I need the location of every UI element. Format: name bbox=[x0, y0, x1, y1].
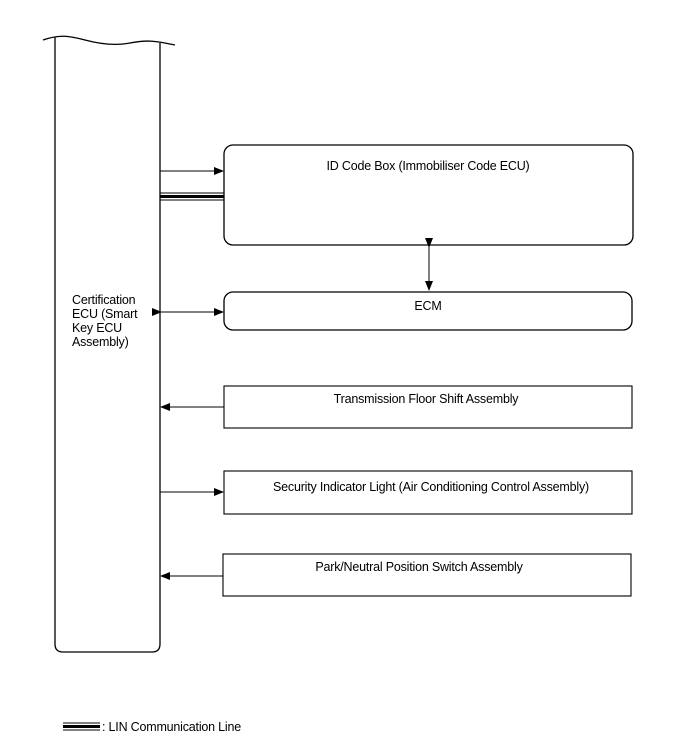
ecm-block bbox=[223, 291, 633, 331]
legend-label: : LIN Communication Line bbox=[102, 720, 242, 734]
park-neutral-label: Park/Neutral Position Switch Assembly bbox=[315, 560, 523, 574]
certification-ecu-block bbox=[42, 35, 176, 653]
security-light-label: Security Indicator Light (Air Conditioni… bbox=[273, 480, 589, 494]
security-indicator-light-block bbox=[223, 470, 633, 515]
park-neutral-switch-block bbox=[222, 553, 632, 597]
id-code-box-label: ID Code Box (Immobiliser Code ECU) bbox=[326, 159, 530, 173]
certification-ecu-label: Certification ECU (Smart Key ECU Assembl… bbox=[72, 293, 138, 349]
legend-lin-symbol bbox=[63, 722, 100, 731]
ecm-label: ECM bbox=[414, 299, 442, 313]
lin-communication-line bbox=[160, 192, 224, 201]
transmission-label: Transmission Floor Shift Assembly bbox=[333, 392, 519, 406]
